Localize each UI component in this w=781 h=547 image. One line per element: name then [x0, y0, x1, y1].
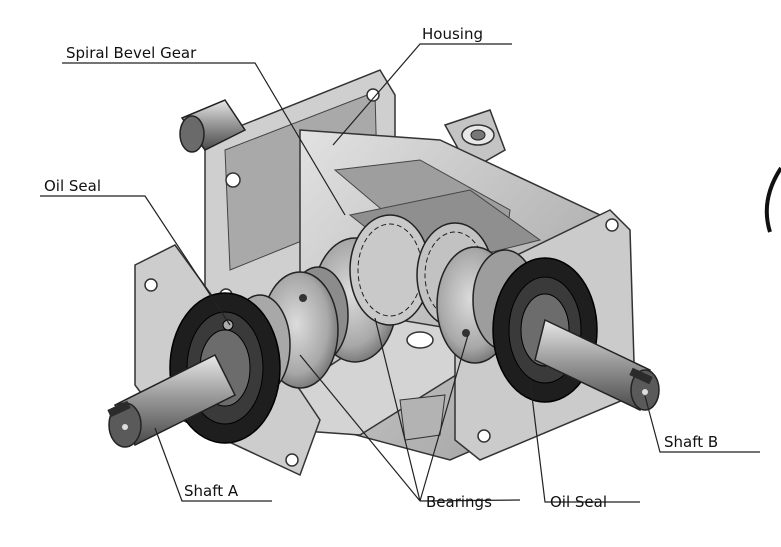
leader-bearings-2 — [374, 317, 421, 502]
edge-arc-fragment — [764, 166, 781, 233]
label-spiral-bevel-gear: Spiral Bevel Gear — [66, 44, 197, 62]
leader-shaft-b — [644, 395, 760, 453]
leader-bearings-1 — [299, 354, 421, 502]
leader-oil-seal-left — [40, 195, 231, 326]
leader-spiral-bevel-gear — [62, 62, 346, 216]
shaft-b — [534, 318, 660, 412]
label-oil-seal-left: Oil Seal — [44, 177, 101, 195]
label-shaft-b: Shaft B — [664, 433, 718, 451]
housing-boss — [443, 109, 506, 172]
shaft-a — [107, 353, 237, 448]
leader-housing — [332, 43, 512, 146]
label-shaft-a: Shaft A — [184, 482, 239, 500]
leader-shaft-a — [154, 427, 272, 502]
label-bearings: Bearings — [426, 493, 492, 511]
leader-bearings-4 — [419, 499, 521, 502]
leader-lines — [40, 43, 760, 503]
oil-seal-left — [169, 292, 281, 444]
leader-oil-seal-right — [529, 379, 640, 503]
label-oil-seal-right: Oil Seal — [550, 493, 607, 511]
label-housing: Housing — [422, 25, 483, 43]
leader-bearings-3 — [419, 334, 469, 502]
rear-shaft-stub — [179, 99, 247, 153]
